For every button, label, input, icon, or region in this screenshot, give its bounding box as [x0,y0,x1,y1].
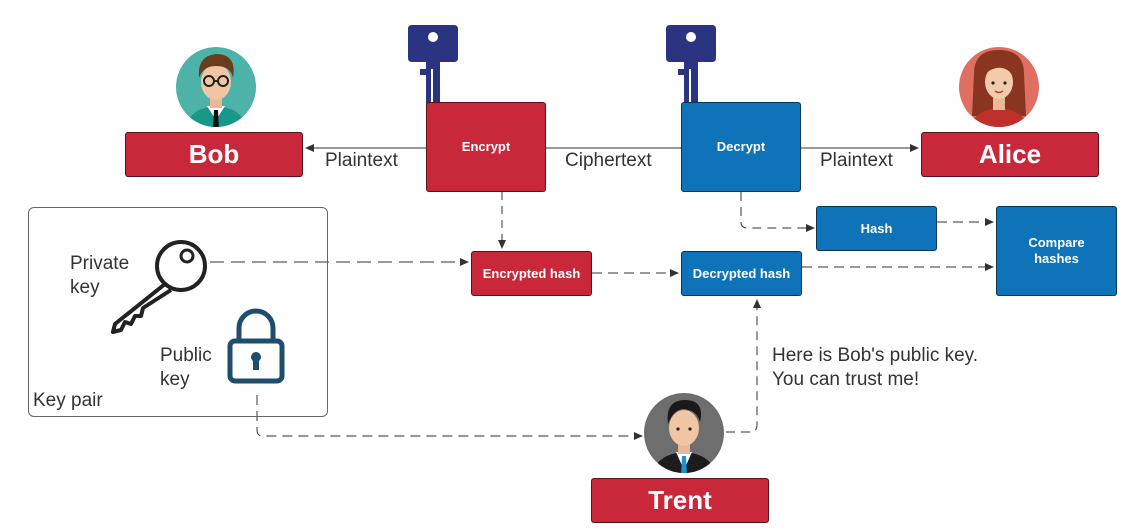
bob-label-box: Bob [125,132,303,177]
public-key-to-trent-arrow [256,395,643,440]
encrypted-hash-box: Encrypted hash [471,251,592,296]
bob-avatar [176,47,256,127]
trent-label-box: Trent [591,478,769,523]
trent-message-line1: Here is Bob's public key. [772,345,979,366]
alice-label-box: Alice [921,132,1099,177]
padlock-icon [227,308,285,384]
ciphertext-label: Ciphertext [565,149,652,173]
private-key-label: Private key [70,253,130,298]
decrypt-box: Decrypt [681,102,801,192]
key-pair-box [28,207,328,417]
compare-hashes-box: Compare hashes [996,206,1117,296]
plaintext-left-label: Plaintext [325,149,398,173]
decrypt-to-hash-arrow [740,192,815,232]
trent-message-line2: You can trust me! [772,369,920,390]
public-key-label: Public key [160,345,212,390]
private-key-icon [111,240,207,334]
plaintext-right-label: Plaintext [820,149,893,173]
decrypted-hash-box: Decrypted hash [681,251,802,296]
hash-box: Hash [816,206,937,251]
encrypt-box: Encrypt [426,102,546,192]
trent-to-dec-hash-arrow [726,299,761,433]
key-pair-label: Key pair [33,390,103,411]
trent-avatar [644,393,724,473]
alice-avatar [959,47,1039,127]
